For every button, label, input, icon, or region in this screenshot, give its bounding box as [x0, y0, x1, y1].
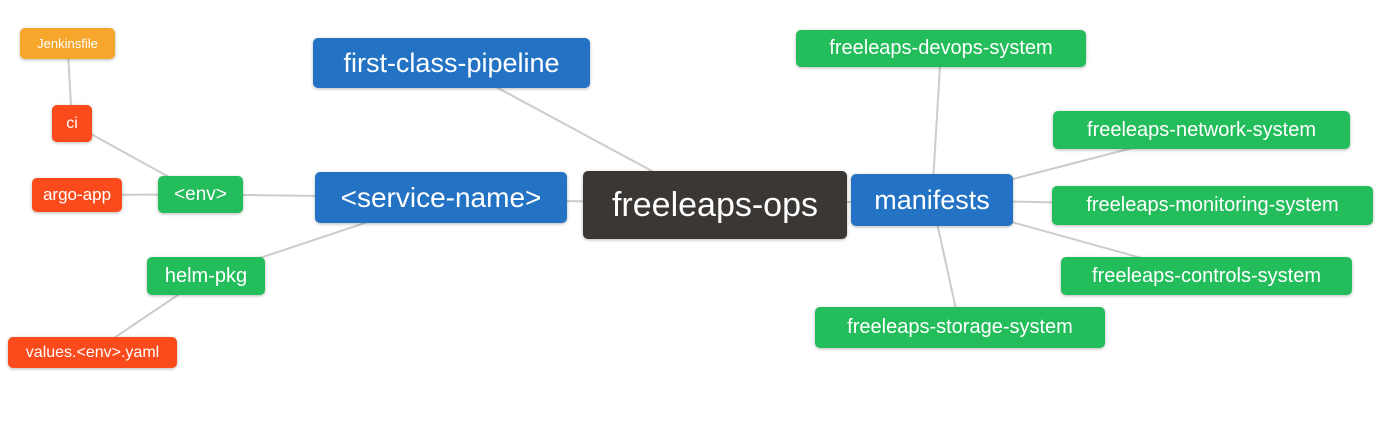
- node-env[interactable]: <env>: [158, 176, 243, 213]
- node-freeleaps-network-system[interactable]: freeleaps-network-system: [1053, 111, 1350, 149]
- node-freeleaps-devops-system[interactable]: freeleaps-devops-system: [796, 30, 1086, 67]
- node-freeleaps-ops-root[interactable]: freeleaps-ops: [583, 171, 847, 239]
- node-freeleaps-storage-system[interactable]: freeleaps-storage-system: [815, 307, 1105, 348]
- node-jenkinsfile[interactable]: Jenkinsfile: [20, 28, 115, 59]
- node-ci[interactable]: ci: [52, 105, 92, 142]
- node-helm-pkg[interactable]: helm-pkg: [147, 257, 265, 295]
- node-argo-app[interactable]: argo-app: [32, 178, 122, 212]
- node-service-name[interactable]: <service-name>: [315, 172, 567, 223]
- node-values-env-yaml[interactable]: values.<env>.yaml: [8, 337, 177, 368]
- node-first-class-pipeline[interactable]: first-class-pipeline: [313, 38, 590, 88]
- node-freeleaps-controls-system[interactable]: freeleaps-controls-system: [1061, 257, 1352, 295]
- node-freeleaps-monitoring-system[interactable]: freeleaps-monitoring-system: [1052, 186, 1373, 225]
- node-manifests[interactable]: manifests: [851, 174, 1013, 226]
